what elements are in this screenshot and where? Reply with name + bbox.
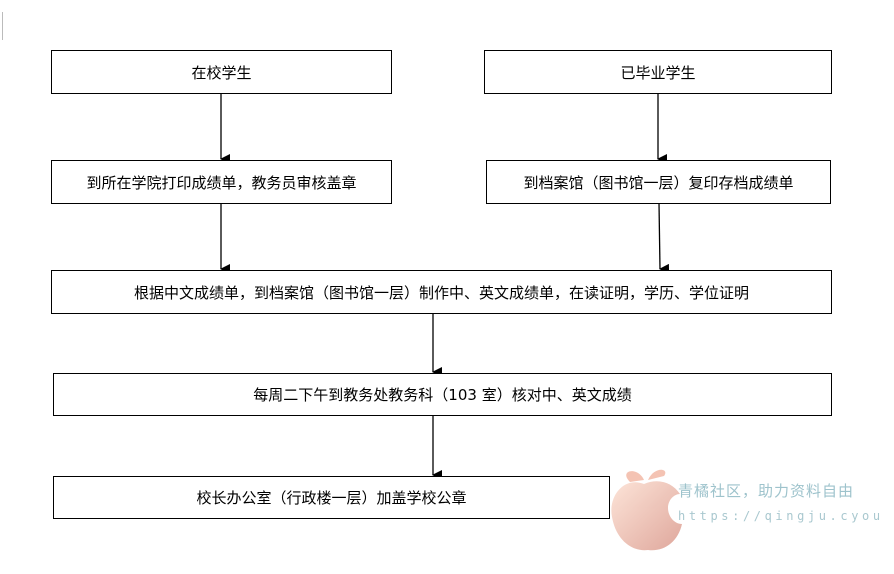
node-label: 到档案馆（图书馆一层）复印存档成绩单 [523,173,794,192]
node-stamp: 校长办公室（行政楼一层）加盖学校公章 [53,476,610,519]
node-label: 在校学生 [191,63,252,82]
node-verify: 每周二下午到教务处教务科（103 室）核对中、英文成绩 [53,373,832,416]
node-current-step: 到所在学院打印成绩单，教务员审核盖章 [51,160,392,204]
node-graduated-students: 已毕业学生 [484,50,832,94]
node-label: 根据中文成绩单，到档案馆（图书馆一层）制作中、英文成绩单，在读证明，学历、学位证… [133,283,749,302]
node-label: 每周二下午到教务处教务科（103 室）核对中、英文成绩 [253,386,632,404]
watermark-slogan: 青橘社区，助力资料自由 [678,482,855,500]
node-graduated-step: 到档案馆（图书馆一层）复印存档成绩单 [486,160,831,204]
node-label: 已毕业学生 [620,63,696,82]
node-label: 到所在学院打印成绩单，教务员审核盖章 [86,173,357,192]
watermark-url: https://qingju.cyou [678,509,884,523]
node-label: 校长办公室（行政楼一层）加盖学校公章 [196,489,467,507]
node-current-students: 在校学生 [51,50,392,94]
page-edge-marker [0,12,3,40]
node-make-transcripts: 根据中文成绩单，到档案馆（图书馆一层）制作中、英文成绩单，在读证明，学历、学位证… [51,270,832,314]
watermark-logo-icon [611,469,682,551]
arrow-graduated-step-to-make [658,202,670,274]
